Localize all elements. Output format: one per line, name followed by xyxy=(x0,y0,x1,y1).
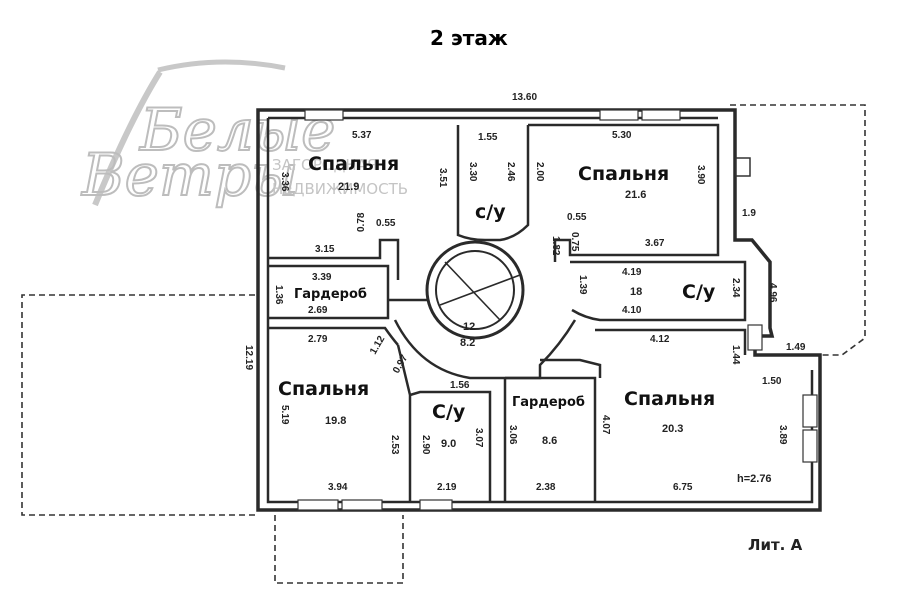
dim-307: 3.07 xyxy=(473,428,484,448)
dim-139: 1.39 xyxy=(577,275,588,295)
height-label: h=2.76 xyxy=(737,473,772,485)
watermark-sub2: НЕДВИЖИМОСТЬ xyxy=(272,180,408,198)
dim-ne-right: 3.90 xyxy=(695,165,706,185)
floor-title: 2 этаж xyxy=(430,26,508,50)
room-bedroom-ne-area: 21.6 xyxy=(625,189,646,201)
window-e-3 xyxy=(747,324,763,351)
room-hall-area: 8.2 xyxy=(460,337,475,349)
dim-219: 2.19 xyxy=(437,482,457,493)
dim-306: 3.06 xyxy=(507,425,518,445)
dim-nw-right: 3.51 xyxy=(437,168,448,188)
dim-519: 5.19 xyxy=(279,405,290,425)
dim-496: 4.96 xyxy=(767,283,778,303)
window-nw xyxy=(304,109,344,121)
window-sw-1 xyxy=(297,499,339,511)
dim-136: 1.36 xyxy=(273,285,284,305)
window-e-1 xyxy=(802,394,818,428)
dim-234: 2.34 xyxy=(730,278,741,298)
watermark-logo: Белые Ветры ЗАГОРОДНАЯ НЕДВИЖИМОСТЬ xyxy=(80,59,408,210)
window-ne-1 xyxy=(599,109,639,121)
dim-279: 2.79 xyxy=(308,334,328,345)
dimension-labels: 13.60 12.19 5.37 3.36 3.51 1.55 3.30 2.4… xyxy=(243,92,806,493)
dim-253: 2.53 xyxy=(389,435,400,455)
dim-left-total: 12.19 xyxy=(243,345,254,370)
dim-339: 3.39 xyxy=(312,272,332,283)
dim-19: 1.9 xyxy=(742,208,756,219)
dim-269: 2.69 xyxy=(308,305,328,316)
dim-nw-left: 3.36 xyxy=(279,172,290,192)
dim-078: 0.78 xyxy=(356,212,367,232)
dim-412: 4.12 xyxy=(650,334,670,345)
room-bedroom-sw-area: 19.8 xyxy=(325,415,346,427)
dim-top-total: 13.60 xyxy=(512,92,537,103)
dim-055b: 0.55 xyxy=(567,212,587,223)
window-ne-2 xyxy=(641,109,681,121)
dim-ne-top: 5.30 xyxy=(612,130,632,141)
room-bedroom-se-name: Спальня xyxy=(624,388,715,410)
room-wc-top-name: с/у xyxy=(475,201,506,223)
dim-675: 6.75 xyxy=(673,482,693,493)
dim-394: 3.94 xyxy=(328,482,348,493)
dim-wc-m: 2.46 xyxy=(505,162,516,182)
dim-150: 1.50 xyxy=(762,376,782,387)
dim-315: 3.15 xyxy=(315,244,335,255)
watermark-line2: Ветры xyxy=(81,141,298,209)
dim-055a: 0.55 xyxy=(376,218,396,229)
dim-nw-top: 5.37 xyxy=(352,130,372,141)
lit-label: Лит. А xyxy=(748,536,803,554)
room-wc-east-area: 18 xyxy=(630,286,642,298)
dim-082: 1.82 xyxy=(550,236,561,256)
dim-144: 1.44 xyxy=(730,345,741,365)
watermark-line1: Белые xyxy=(139,96,335,164)
room-wc-south-name: С/у xyxy=(432,401,466,423)
room-wardrobe-s-name: Гардероб xyxy=(512,395,585,410)
room-hall-num: 12 xyxy=(463,321,475,333)
room-wardrobe-s-area: 8.6 xyxy=(542,435,557,447)
dim-419: 4.19 xyxy=(622,267,642,278)
dim-389: 3.89 xyxy=(777,425,788,445)
dim-112: 1.12 xyxy=(368,334,387,357)
dim-290: 2.90 xyxy=(420,435,431,455)
room-bedroom-se-area: 20.3 xyxy=(662,423,683,435)
dim-wc-l: 3.30 xyxy=(467,162,478,182)
dim-410: 4.10 xyxy=(622,305,642,316)
room-bedroom-nw-area: 21.9 xyxy=(338,181,359,193)
window-sw-2 xyxy=(341,499,383,511)
dim-238: 2.38 xyxy=(536,482,556,493)
dim-wc-top-w: 1.55 xyxy=(478,132,498,143)
watermark-sub1: ЗАГОРОДНАЯ xyxy=(272,156,377,174)
room-wardrobe-w-name: Гардероб xyxy=(294,287,367,302)
dim-097: 0.97 xyxy=(391,353,410,376)
vent-icon xyxy=(735,157,751,177)
dim-075: 0.75 xyxy=(569,232,580,252)
windows xyxy=(297,109,818,511)
interior-walls xyxy=(268,123,747,502)
dim-149: 1.49 xyxy=(786,342,806,353)
window-s xyxy=(419,499,453,511)
dim-wc-r: 2.00 xyxy=(534,162,545,182)
room-bedroom-nw-name: Спальня xyxy=(308,153,399,175)
dim-407: 4.07 xyxy=(600,415,611,435)
window-e-2 xyxy=(802,429,818,463)
room-wc-east-name: С/у xyxy=(682,281,716,303)
dim-367: 3.67 xyxy=(645,238,665,249)
dim-156: 1.56 xyxy=(450,380,470,391)
room-bedroom-ne-name: Спальня xyxy=(578,163,669,185)
room-bedroom-sw-name: Спальня xyxy=(278,378,369,400)
room-wc-south-area: 9.0 xyxy=(441,438,456,450)
room-labels: Спальня 21.9 с/у Спальня 21.6 Гардероб С… xyxy=(278,153,716,450)
